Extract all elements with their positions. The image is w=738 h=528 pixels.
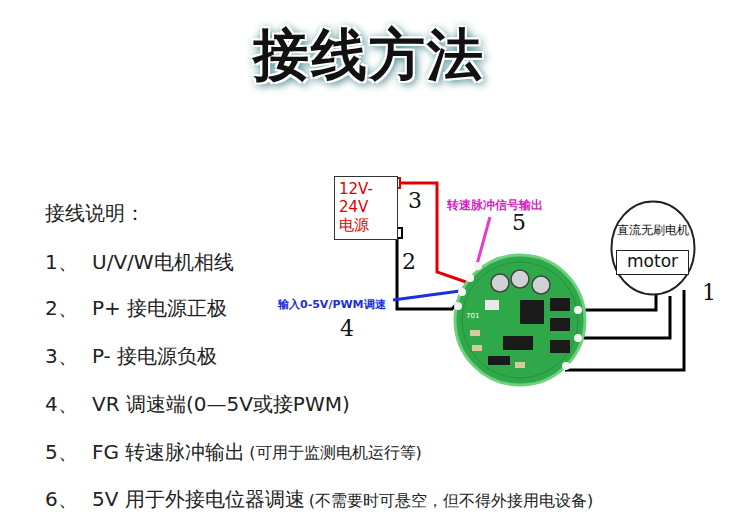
- item-text: 5V 用于外接电位器调速: [92, 488, 305, 511]
- power-label: 12V- 24V 电源: [339, 180, 383, 234]
- motor-name: motor: [616, 250, 689, 275]
- callout-number: 3: [408, 188, 422, 213]
- list-heading: 接线说明：: [45, 202, 145, 225]
- pulse-output-wire: [476, 217, 490, 268]
- callout-number: 2: [402, 249, 416, 274]
- signal-label: 转速脉冲信号输出: [447, 199, 543, 213]
- signal-label: 输入0-5V/PWM调速: [278, 299, 386, 312]
- phase-wire: [580, 296, 670, 338]
- page-title: 接线方法: [0, 18, 738, 94]
- item-text: P- 接电源负极: [92, 345, 217, 368]
- speed-input-wire: [393, 291, 460, 300]
- item-note: (不需要时可悬空，但不得外接用电设备): [309, 492, 593, 510]
- callout-number: 4: [340, 316, 354, 341]
- callout-number: 1: [702, 280, 716, 305]
- motor-circle: 直流无刷电机 motor: [610, 200, 696, 296]
- motor-caption: 直流无刷电机: [617, 224, 689, 238]
- callout-number: 5: [512, 210, 526, 235]
- item-text: VR 调速端(0—5V或接PWM): [92, 393, 350, 416]
- item-number: 6、: [45, 488, 78, 511]
- positive-wire: [400, 183, 466, 282]
- item-number: 4、: [45, 393, 78, 416]
- item-note: (可用于监测电机运行等): [249, 444, 421, 462]
- item-text: U/V/W电机相线: [92, 251, 234, 274]
- item-number: 5、: [45, 441, 78, 464]
- power-supply-box: 12V- 24V 电源: [334, 176, 398, 240]
- motor-outline: [610, 200, 696, 296]
- board-marking: 701: [466, 312, 479, 320]
- item-number: 3、: [45, 345, 78, 368]
- item-number: 2、: [45, 297, 78, 320]
- controller-board: [454, 255, 585, 385]
- phase-wire: [582, 293, 656, 310]
- item-number: 1、: [45, 251, 78, 274]
- item-text: P+ 接电源正极: [92, 297, 227, 320]
- item-text: FG 转速脉冲输出: [92, 441, 245, 464]
